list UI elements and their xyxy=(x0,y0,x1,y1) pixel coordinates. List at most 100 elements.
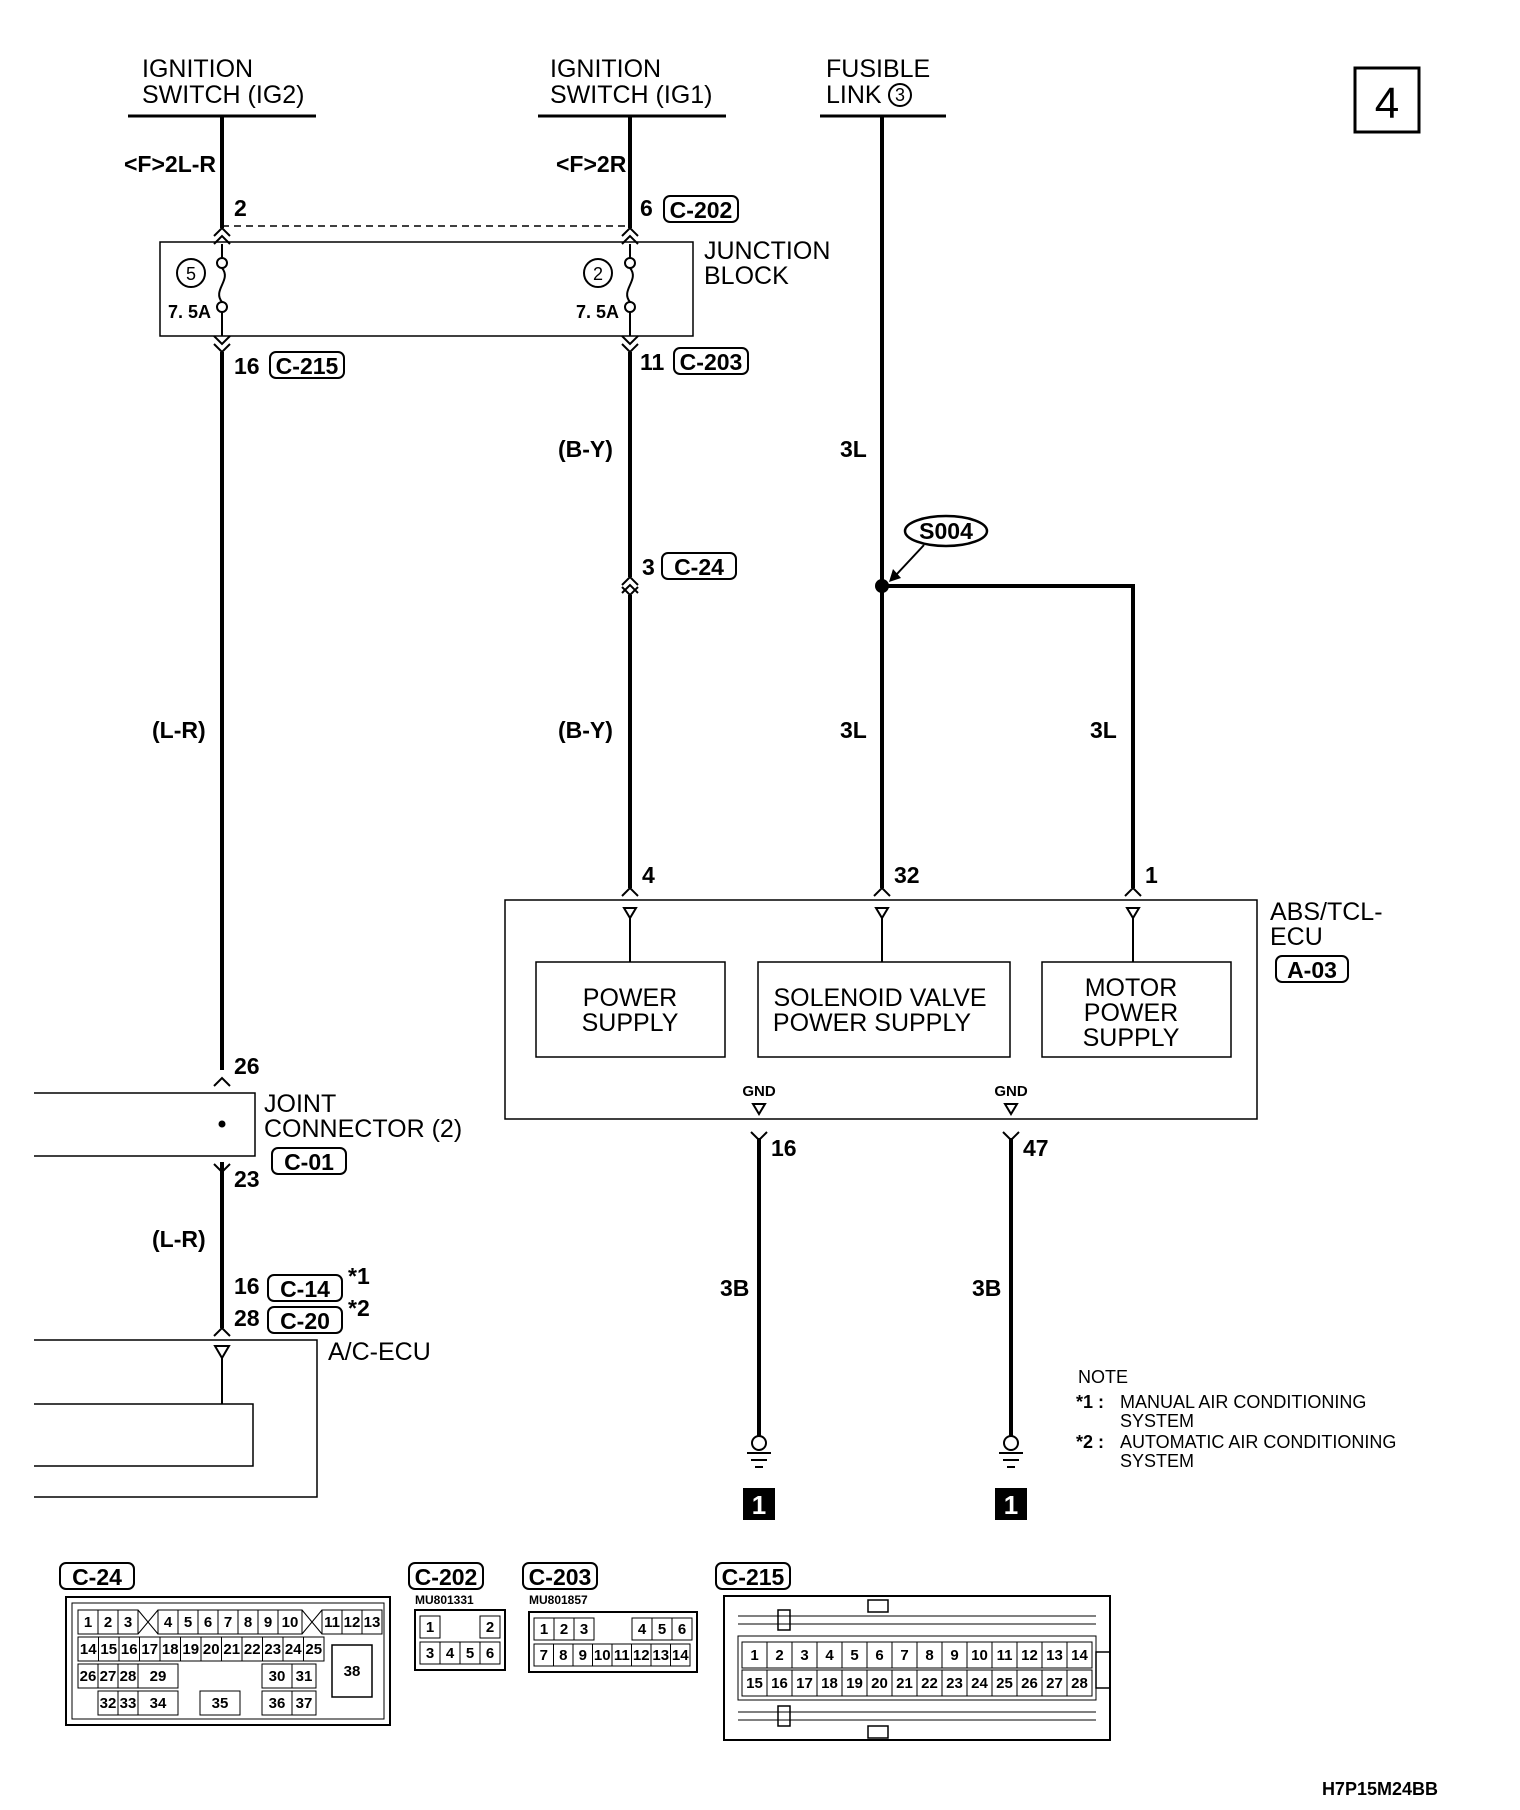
ecu-pin-1: 1 xyxy=(1145,862,1158,888)
document-code: H7P15M24BB xyxy=(1322,1779,1438,1799)
view-c24-pin-29-cell xyxy=(137,1663,179,1689)
view-c203-pin-3: 3 xyxy=(580,1621,588,1638)
view-c24-pin-15: 15 xyxy=(100,1641,117,1658)
view-c24-pin-18: 18 xyxy=(162,1641,179,1658)
view-c24-pin-36: 36 xyxy=(269,1695,286,1712)
view-c203-label: C-203 xyxy=(529,1564,592,1590)
c24-inline-marks xyxy=(621,575,639,597)
wire-fusible xyxy=(880,116,1135,888)
view-c24-pin-30: 30 xyxy=(269,1668,286,1685)
wire-code-ig2: <F>2L-R xyxy=(124,151,216,177)
view-c24-pin-33: 33 xyxy=(120,1695,137,1712)
view-c215-pin-4: 4 xyxy=(825,1647,834,1664)
power-supply-block: POWER SUPPLY xyxy=(535,961,726,1058)
view-c24-pin-35: 35 xyxy=(212,1695,229,1712)
view-c24-pin-4: 4 xyxy=(164,1614,173,1631)
conn-c202-box xyxy=(663,195,739,223)
view-c24-pin-3-cell xyxy=(117,1609,139,1635)
view-c215-label: C-215 xyxy=(722,1564,785,1590)
splice-s004-oval xyxy=(903,514,989,548)
note-item1-line1: MANUAL AIR CONDITIONING xyxy=(1120,1392,1366,1412)
source-ig1-line1: IGNITION xyxy=(550,55,661,83)
ac-pin-16: 16 xyxy=(234,1273,260,1299)
gnd-label-2: GND xyxy=(994,1083,1028,1100)
view-c24-pin-9: 9 xyxy=(264,1614,272,1631)
view-c203-pin-6-cell xyxy=(671,1617,693,1641)
view-c215-pin-24: 24 xyxy=(971,1675,988,1692)
view-c215-pin-6: 6 xyxy=(875,1647,883,1664)
view-c24-pin-34-cell xyxy=(137,1690,179,1716)
view-c215-pin-3: 3 xyxy=(800,1647,808,1664)
view-c24-pin-22: 22 xyxy=(244,1641,261,1658)
fuse-right-rating: 7. 5A xyxy=(576,302,619,322)
view-c24-pin-27: 27 xyxy=(100,1668,117,1685)
view-c24-pin-25-cell xyxy=(303,1636,325,1662)
view-c24-pin-16: 16 xyxy=(121,1641,138,1658)
view-c203-pin-2: 2 xyxy=(560,1621,568,1638)
view-c215-pin-21: 21 xyxy=(896,1675,913,1692)
ground-symbol-1 xyxy=(747,1435,771,1468)
wire-color-by-1: (B-Y) xyxy=(558,436,613,462)
abs-ecu-title-line2: ECU xyxy=(1270,923,1323,951)
fuse-right-number-circle xyxy=(583,258,613,288)
conn-c20-label: C-20 xyxy=(280,1308,330,1334)
splice-s004-dot xyxy=(875,579,889,593)
view-c215-pin-7: 7 xyxy=(900,1647,908,1664)
ecu-pin-4: 4 xyxy=(642,862,655,888)
view-c24-pin-14: 14 xyxy=(80,1641,97,1658)
view-c202-pin-3: 3 xyxy=(426,1645,434,1662)
wire-code-ig1: <F>2R xyxy=(556,151,627,177)
source-ig1-line2: SWITCH (IG1) xyxy=(550,81,713,109)
jc-pin-23: 23 xyxy=(234,1166,260,1192)
source-ig2-line1: IGNITION xyxy=(142,55,253,83)
jc-pin-26: 26 xyxy=(234,1053,260,1079)
view-c215-pin-12: 12 xyxy=(1021,1647,1038,1664)
page-number: 4 xyxy=(1375,79,1399,128)
view-c203-pin-4: 4 xyxy=(638,1621,647,1638)
view-c24-pin-37: 37 xyxy=(296,1695,313,1712)
junction-block-line2: BLOCK xyxy=(704,262,789,290)
source-ig2: IGNITION SWITCH (IG2) xyxy=(128,55,316,118)
view-c215-pin-1: 1 xyxy=(750,1647,758,1664)
view-c24-pin-32: 32 xyxy=(100,1695,117,1712)
motor-line2: POWER xyxy=(1084,999,1178,1027)
view-c215-pin-11: 11 xyxy=(997,1647,1013,1664)
motor-power-block: MOTOR POWER SUPPLY xyxy=(1041,961,1232,1058)
junction-block-box xyxy=(159,241,694,337)
view-c215-pin-2: 2 xyxy=(775,1647,783,1664)
ac-pin-28: 28 xyxy=(234,1305,260,1331)
wire-color-3l-1: 3L xyxy=(840,436,867,462)
wire-ground xyxy=(757,1138,1013,1436)
conn-c203-box xyxy=(673,347,749,375)
ground-marker-2: 1 xyxy=(1004,1490,1018,1520)
view-c24-pin-34: 34 xyxy=(150,1695,167,1712)
view-c203-pin-8: 8 xyxy=(559,1647,567,1664)
wire-color-lr-1: (L-R) xyxy=(152,717,206,743)
view-c215-pin-17: 17 xyxy=(796,1675,813,1692)
view-c24-label: C-24 xyxy=(72,1564,122,1590)
wire-color-3l-2: 3L xyxy=(840,717,867,743)
view-c24-pin-24: 24 xyxy=(285,1641,302,1658)
view-c24-pin-13-cell xyxy=(361,1609,383,1635)
motor-line1: MOTOR xyxy=(1085,974,1178,1002)
fuse-symbol-left xyxy=(216,244,228,336)
note-block: NOTE *1 : MANUAL AIR CONDITIONING SYSTEM… xyxy=(1076,1367,1396,1471)
conn-c24-box xyxy=(661,552,737,580)
view-c203-pin-14: 14 xyxy=(672,1647,689,1664)
conn-a03-label: A-03 xyxy=(1287,957,1337,983)
view-c203-pin-5: 5 xyxy=(658,1621,666,1638)
view-c24-pin-21: 21 xyxy=(223,1641,240,1658)
view-c203-pin-10: 10 xyxy=(594,1647,611,1664)
marker-star1: *1 xyxy=(348,1263,370,1289)
view-c202-pin-1: 1 xyxy=(426,1619,434,1636)
view-c215-pin-14: 14 xyxy=(1071,1647,1088,1664)
jb-pin-in-right: 6 xyxy=(640,195,653,221)
source-ig2-line2: SWITCH (IG2) xyxy=(142,81,305,109)
solenoid-line2: POWER SUPPLY xyxy=(773,1009,972,1037)
source-ig1: IGNITION SWITCH (IG1) xyxy=(538,55,726,118)
